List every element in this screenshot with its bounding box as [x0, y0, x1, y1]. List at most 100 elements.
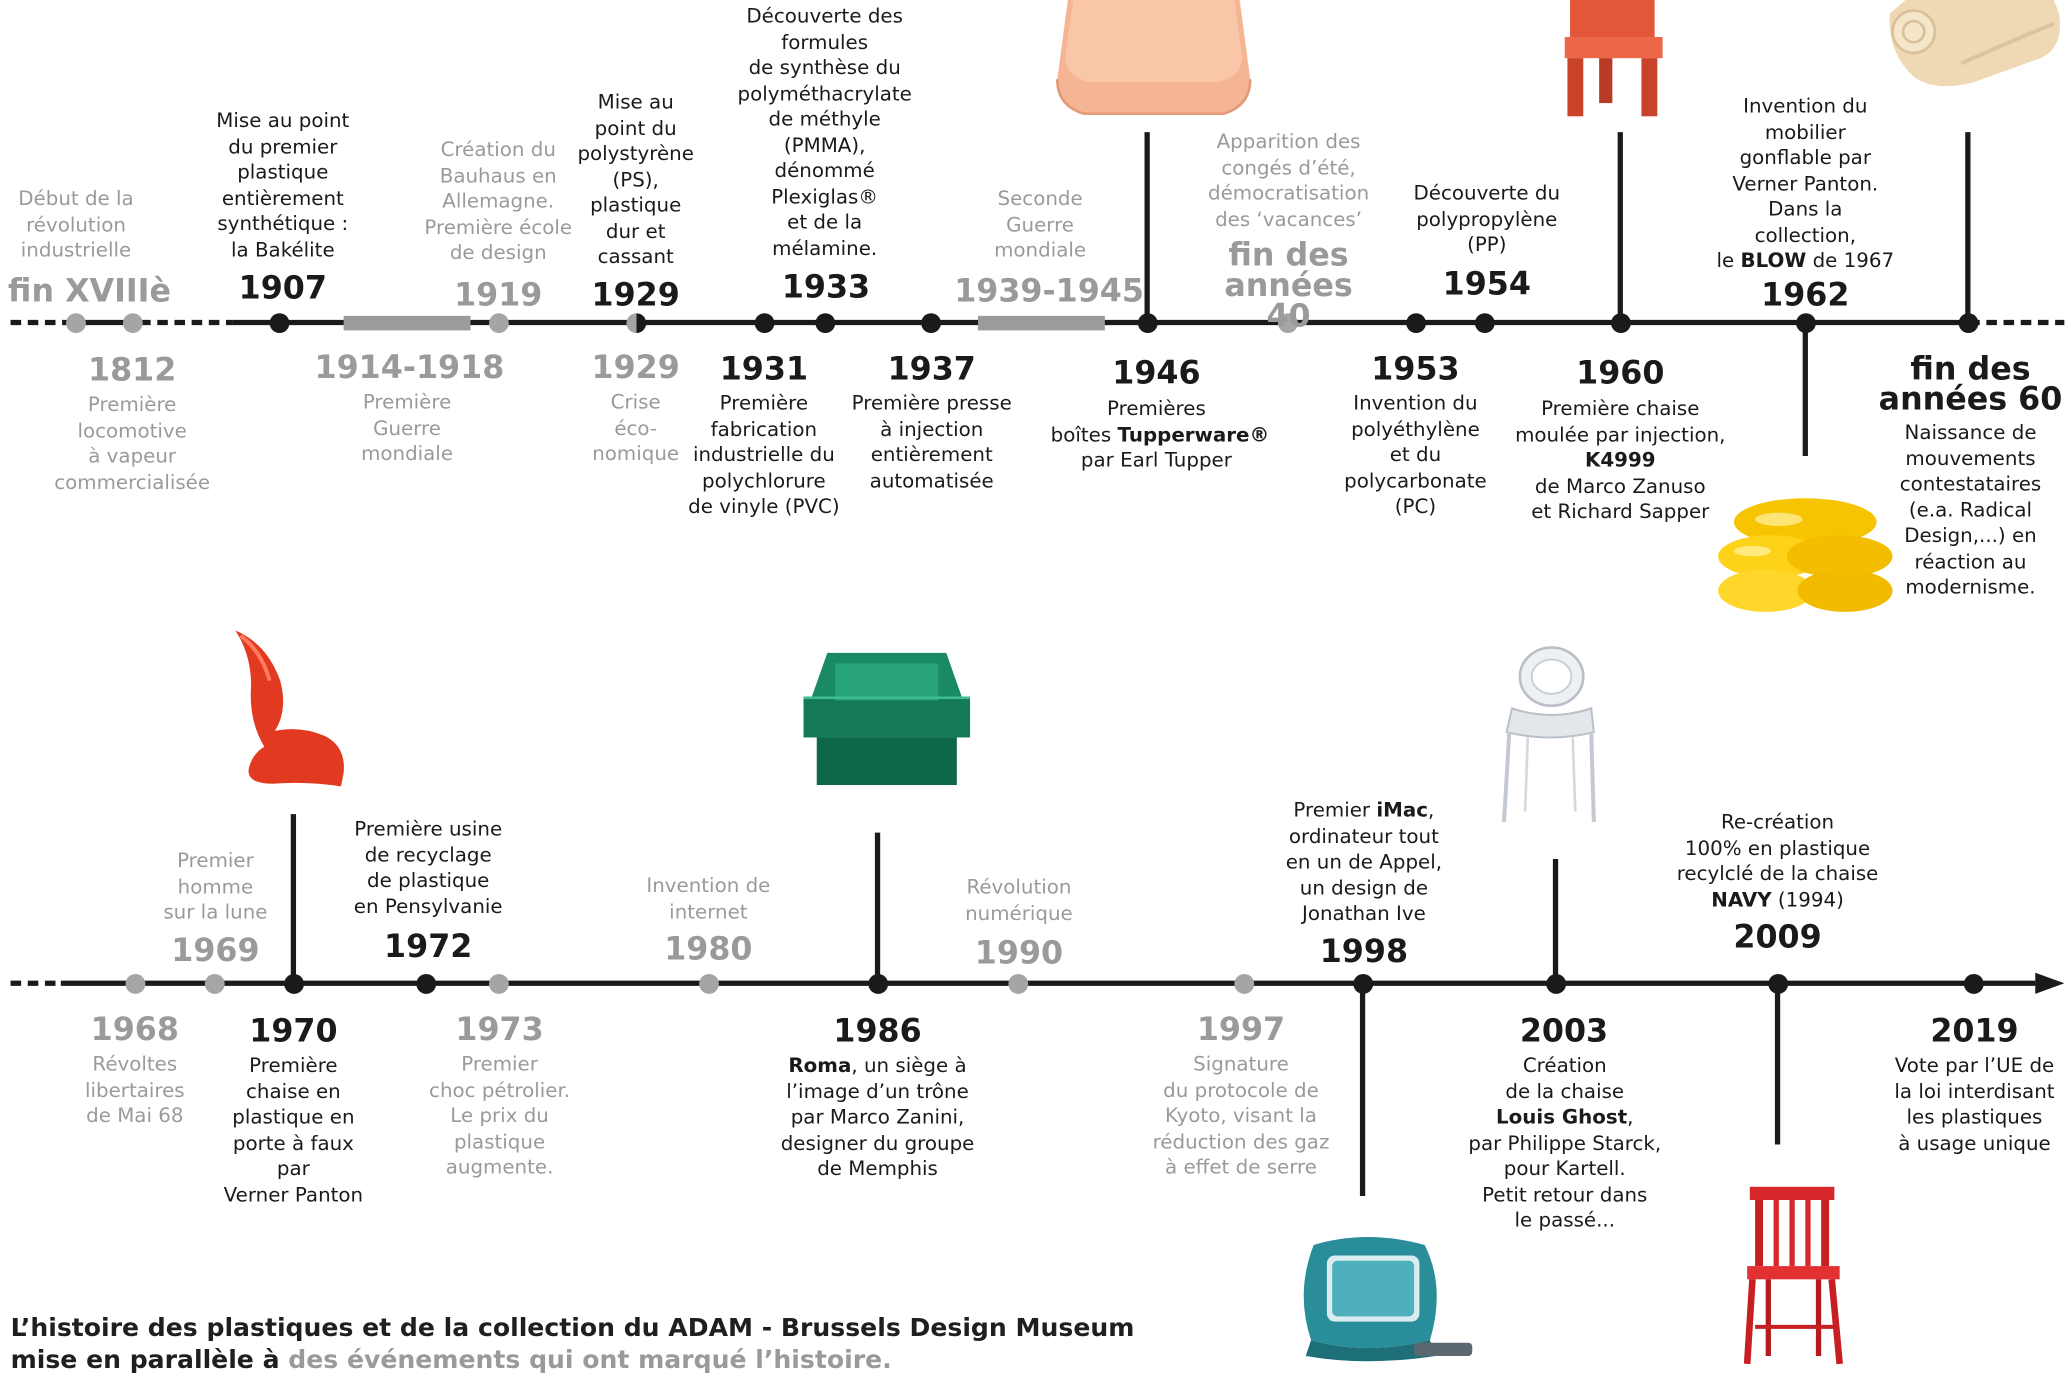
event-text: Kyoto, visant la	[1165, 1103, 1317, 1128]
dot-1933	[814, 312, 835, 333]
event-text: en Pensylvanie	[353, 894, 503, 918]
dot-2009	[1767, 973, 1788, 994]
event-text: par	[276, 1156, 310, 1181]
event-text: de synthèse du	[748, 55, 901, 80]
event-year: 1998	[1319, 932, 1409, 970]
event-text: gonflable par	[1739, 145, 1871, 170]
event-text: Dans la	[1768, 196, 1843, 221]
event-year: 1954	[1442, 264, 1531, 302]
dot-2019	[1963, 973, 1984, 994]
event-text: de recyclage	[364, 842, 492, 867]
event-text: commercialisée	[54, 469, 211, 494]
event-year: 1972	[384, 927, 473, 965]
dot-1980	[698, 973, 719, 994]
event-1973: 1973 Premier choc pétrolier. Le prix du …	[418, 1012, 582, 1181]
event-text: de Mai 68	[86, 1103, 184, 1128]
ww1-band	[343, 315, 471, 331]
event-text: de la chaise	[1505, 1079, 1625, 1103]
event-text: boîtes Tupperware®	[1050, 422, 1270, 447]
dot-1998	[1352, 973, 1373, 994]
event-text: Guerre	[373, 415, 441, 440]
event-text: Verner Panton.	[1732, 171, 1879, 195]
event-text: réaction au	[1914, 549, 2027, 573]
event-1960: 1960 Première chaise moulée par injectio…	[1509, 356, 1731, 526]
event-year: 1986	[833, 1012, 922, 1050]
event-text: collection,	[1754, 222, 1857, 247]
event-60s: fin des années 60 Naissance de mouvement…	[1877, 353, 2065, 600]
event-text: automatisée	[869, 468, 994, 493]
event-text: Première	[249, 1053, 338, 1078]
event-text: Plexiglas®	[771, 184, 879, 209]
event-text: Invention de	[646, 873, 771, 898]
event-year: fin XVIIIè	[7, 271, 171, 309]
roma-green-throne-image	[803, 652, 971, 786]
event-text: Invention du	[1353, 391, 1478, 415]
event-year: 1973	[455, 1011, 544, 1049]
event-text: à injection	[880, 416, 984, 441]
event-text: par Marco Zanini,	[790, 1104, 965, 1129]
event-text: Révoltes	[92, 1051, 178, 1076]
dot-1973	[488, 973, 509, 994]
event-2009: Re-création 100% en plastique recylclé d…	[1663, 810, 1893, 954]
ww2-band	[977, 315, 1105, 331]
event-2019: 2019 Vote par l’UE de la loi interdisant…	[1882, 1014, 2067, 1157]
event-text: synthétique :	[217, 211, 349, 236]
event-text: (PC)	[1394, 494, 1437, 519]
event-text: (PP)	[1467, 232, 1507, 257]
event-text: Révolution	[966, 874, 1072, 899]
event-text: Allemagne.	[442, 188, 555, 213]
event-text: chaise en	[246, 1079, 341, 1103]
navy-bold: NAVY	[1711, 887, 1772, 912]
event-text: éco-	[614, 415, 658, 440]
red-plastic-chair-image	[1564, 0, 1663, 117]
event-year: 1812	[88, 351, 177, 389]
event-text: réduction des gaz	[1152, 1129, 1330, 1154]
event-text: Roma, un siège à	[788, 1053, 967, 1078]
event-1980: Invention de internet 1980	[626, 874, 790, 967]
event-text: polyméthacrylate	[737, 81, 912, 106]
tupperware-box-image	[1055, 0, 1252, 115]
event-text: Jonathan Ive	[1301, 901, 1426, 926]
imac-bold: iMac	[1376, 798, 1429, 823]
event-text: plastique en	[232, 1104, 355, 1129]
dot-1968	[124, 973, 145, 994]
event-1931: 1931 Première fabrication industrielle d…	[685, 352, 844, 521]
event-text: augmente.	[445, 1155, 554, 1179]
event-text: dur et	[605, 218, 666, 243]
k4999-bold: K4999	[1585, 448, 1656, 472]
event-1914: 1914-1918 Première Guerre mondiale	[315, 350, 505, 467]
event-year: 1997	[1196, 1011, 1286, 1049]
event-text: de méthyle	[768, 107, 881, 131]
dot-1970	[283, 973, 304, 994]
event-year: 1968	[90, 1011, 179, 1049]
event-text: Premier iMac,	[1293, 798, 1435, 823]
event-text: du premier	[228, 134, 338, 158]
event-year: 1933	[781, 268, 871, 306]
event-text: polyéthylène	[1351, 416, 1480, 441]
event-text: point du	[594, 115, 677, 140]
event-text: pour Kartell.	[1503, 1156, 1626, 1181]
event-year: 1962	[1761, 275, 1850, 313]
roma-bold: Roma	[788, 1053, 852, 1078]
dot-1960	[1610, 312, 1631, 333]
event-text: Louis Ghost,	[1496, 1104, 1634, 1129]
panton-chair-image	[235, 630, 344, 787]
event-year: 2009	[1733, 918, 1822, 956]
event-text: NAVY (1994)	[1711, 887, 1844, 912]
event-year: 1929	[591, 348, 680, 386]
event-1907: Mise au point du premier plastique entiè…	[200, 108, 367, 305]
dot-1969	[204, 973, 225, 994]
event-text: (PS),	[612, 167, 659, 191]
event-text: la loi interdisant	[1894, 1079, 2055, 1103]
event-text: polypropylène	[1416, 206, 1558, 231]
event-year: 1970	[249, 1012, 338, 1050]
event-text: Création	[1522, 1053, 1607, 1078]
dot-1953	[1405, 312, 1426, 333]
dot-60s	[1957, 312, 1978, 333]
event-text: Premier	[177, 848, 254, 873]
event-year: 2003	[1519, 1012, 1609, 1050]
event-1929b: 1929 Crise éco- nomique	[582, 350, 690, 467]
event-text: par Earl Tupper	[1080, 448, 1232, 472]
event-text: porte à faux	[232, 1130, 354, 1155]
